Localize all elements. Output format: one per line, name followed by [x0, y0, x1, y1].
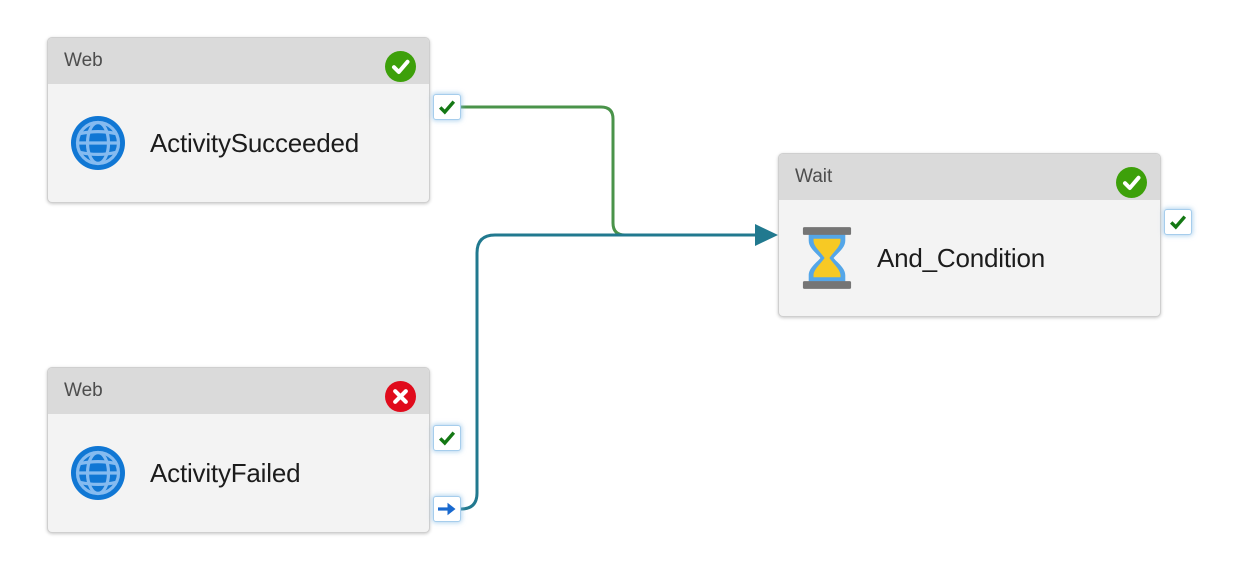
node-body: ActivityFailed: [48, 414, 429, 532]
node-header: Wait: [779, 154, 1160, 200]
activity-name-label: ActivitySucceeded: [150, 127, 360, 158]
connector-arrowhead-icon: [755, 224, 778, 246]
success-port[interactable]: [433, 425, 461, 451]
arrow-right-icon: [438, 502, 456, 516]
completion-port[interactable]: [433, 496, 461, 522]
node-body: And_Condition: [779, 200, 1160, 316]
check-circle-icon: [1116, 167, 1147, 198]
check-icon: [1169, 215, 1187, 230]
check-circle-icon: [385, 51, 416, 82]
activity-type-label: Wait: [795, 166, 833, 187]
activity-type-label: Web: [64, 380, 103, 401]
activity-name-label: And_Condition: [877, 242, 1045, 273]
success-port[interactable]: [1164, 209, 1192, 235]
success-port[interactable]: [433, 94, 461, 120]
globe-icon: [70, 445, 126, 501]
activity-node-and-condition[interactable]: Wait And_Condition: [778, 153, 1161, 317]
activity-name-label: ActivityFailed: [150, 457, 301, 488]
status-succeeded-badge: [1116, 167, 1147, 198]
node-header: Web: [48, 368, 429, 414]
check-icon: [438, 431, 456, 446]
activity-type-label: Web: [64, 50, 103, 71]
activity-node-activitysucceeded[interactable]: Web Activity: [47, 37, 430, 203]
status-succeeded-badge: [385, 51, 416, 82]
x-circle-icon: [385, 381, 416, 412]
completion-connector[interactable]: [460, 233, 755, 511]
node-header: Web: [48, 38, 429, 84]
success-connector[interactable]: [461, 105, 755, 237]
check-icon: [438, 100, 456, 115]
node-body: ActivitySucceeded: [48, 84, 429, 202]
status-failed-badge: [385, 381, 416, 412]
hourglass-icon: [801, 227, 853, 289]
activity-node-activityfailed[interactable]: Web Activity: [47, 367, 430, 533]
globe-icon: [70, 115, 126, 171]
